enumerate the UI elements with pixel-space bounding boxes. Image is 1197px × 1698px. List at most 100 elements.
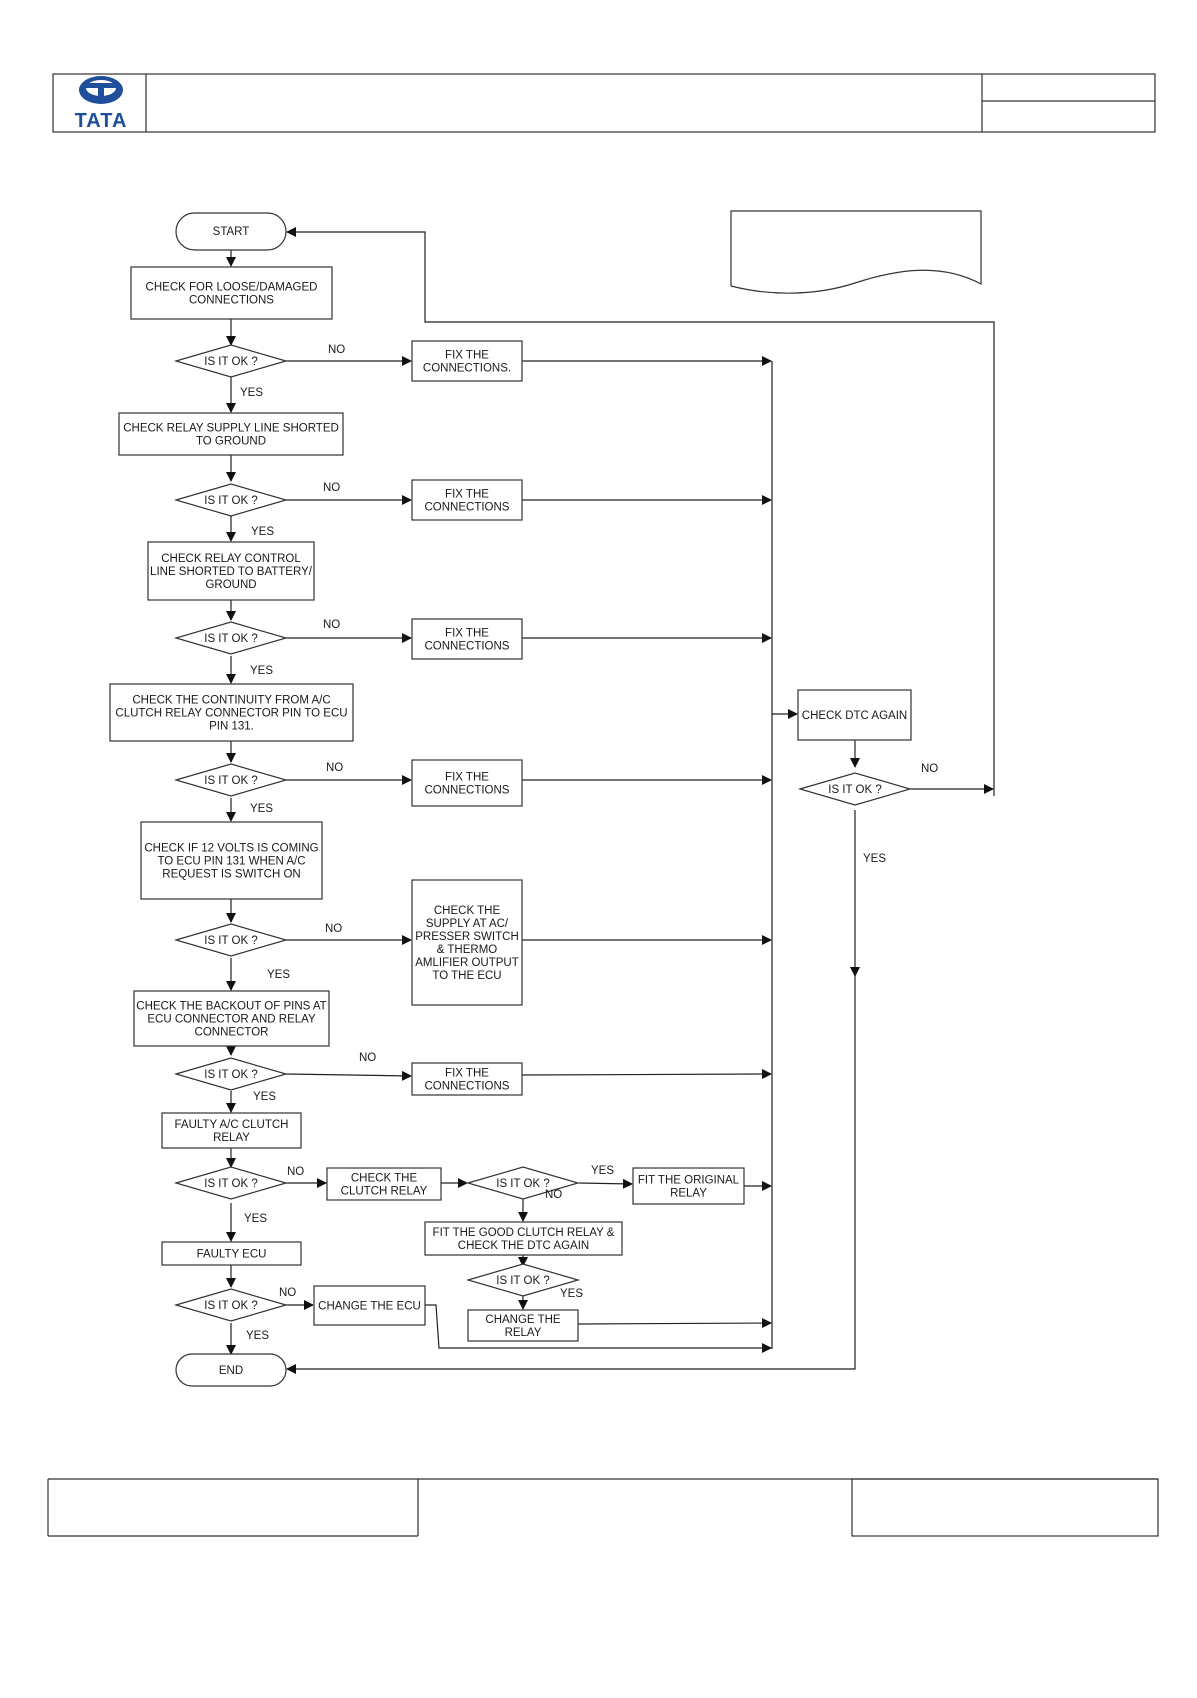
process-step-4-line: PIN 131. [209,721,254,733]
fix-box-1-line: CONNECTIONS. [423,363,511,375]
process-step-1-line: CONNECTIONS [189,295,274,307]
tata-emblem-icon [79,76,123,104]
start-label: START [213,226,250,238]
fit-good-relay-box: FIT THE GOOD CLUTCH RELAY &CHECK THE DTC… [424,1221,623,1256]
decision-5: IS IT OK ? [173,923,289,957]
yes-label: YES [246,1330,269,1342]
end-label: END [219,1365,243,1377]
no-label: NO [323,482,340,494]
fix-box-5-line: & THERMO [437,944,498,956]
process-step-8: FAULTY ECU [161,1241,302,1266]
no-label: NO [545,1189,562,1201]
process-step-3-line: LINE SHORTED TO BATTERY/ [150,566,313,578]
fix-box-4-line: CONNECTIONS [425,785,510,797]
process-step-4-line: CHECK THE CONTINUITY FROM A/C [132,695,330,707]
process-step-2-line: CHECK RELAY SUPPLY LINE SHORTED [123,423,339,435]
decision-1: IS IT OK ? [173,344,289,378]
decision-label: IS IT OK ? [828,784,881,796]
decision-label: IS IT OK ? [204,1178,257,1190]
yes-label: YES [253,1091,276,1103]
process-step-7-line: FAULTY A/C CLUTCH [175,1119,289,1131]
change-relay-box-line: RELAY [505,1327,542,1339]
fix-box-1-line: FIX THE [445,350,489,362]
process-step-5-line: REQUEST IS SWITCH ON [162,869,300,881]
decision-label: IS IT OK ? [204,1069,257,1081]
decision-7: IS IT OK ? [173,1166,289,1200]
page-header: TATA [52,73,1156,133]
decision-8: IS IT OK ? [173,1288,289,1322]
yes-label: YES [267,969,290,981]
process-step-6-line: CHECK THE BACKOUT OF PINS AT [136,1001,326,1013]
fix-box-2-line: FIX THE [445,489,489,501]
decision-6: IS IT OK ? [173,1057,289,1091]
no-label: NO [287,1166,304,1178]
process-step-3-line: CHECK RELAY CONTROL [161,553,301,565]
change-relay-box-line: CHANGE THE [485,1314,561,1326]
yes-label: YES [250,803,273,815]
yes-label: YES [591,1165,614,1177]
no-label: NO [921,763,938,775]
fix-box-4-line: FIX THE [445,772,489,784]
decision-label: IS IT OK ? [496,1275,549,1287]
fit-good-relay-box-line: FIT THE GOOD CLUTCH RELAY & [433,1227,615,1239]
fit-original-relay-box-line: FIT THE ORIGINAL [638,1175,740,1187]
decision-2: IS IT OK ? [173,483,289,517]
logo-text: TATA [75,110,128,132]
process-step-7-line: RELAY [213,1132,250,1144]
fit-good-relay-box-line: CHECK THE DTC AGAIN [458,1240,589,1252]
decision-3: IS IT OK ? [173,621,289,655]
fix-box-3-line: CONNECTIONS [425,641,510,653]
flowchart-nodes: CHECK FOR LOOSE/DAMAGEDCONNECTIONSCHECK … [109,266,913,1342]
start-terminal: START [175,212,287,251]
check-dtc-again-box-line: CHECK DTC AGAIN [802,710,907,722]
process-step-8-line: FAULTY ECU [197,1249,267,1261]
decision-label: IS IT OK ? [204,633,257,645]
yes-label: YES [560,1288,583,1300]
process-step-5-line: TO ECU PIN 131 WHEN A/C [157,856,305,868]
fix-box-5-line: SUPPLY AT AC/ [426,918,509,930]
process-step-1-line: CHECK FOR LOOSE/DAMAGED [146,282,318,294]
process-step-5-line: CHECK IF 12 VOLTS IS COMING [144,843,318,855]
decision-label: IS IT OK ? [204,495,257,507]
fix-box-6-line: CONNECTIONS [425,1081,510,1093]
yes-label: YES [863,853,886,865]
decision-relay-test: IS IT OK ? [465,1166,581,1200]
fix-box-3-line: FIX THE [445,628,489,640]
decision-label: IS IT OK ? [204,1300,257,1312]
no-label: NO [325,923,342,935]
fix-box-2-line: CONNECTIONS [425,502,510,514]
note-document-shape [730,210,982,294]
no-label: NO [323,619,340,631]
check-clutch-relay-box-line: CHECK THE [351,1173,418,1185]
process-step-6-line: CONNECTOR [195,1027,269,1039]
no-label: NO [359,1052,376,1064]
fit-original-relay-box-line: RELAY [670,1188,707,1200]
end-terminal: END [175,1353,287,1387]
flow-connectors [226,227,995,1374]
yes-label: YES [251,526,274,538]
fix-box-5-line: AMLIFIER OUTPUT [415,957,519,969]
branch-labels: YESYESYESYESYESYESYESYESYESYESYESNONONON… [240,344,938,1342]
yes-label: YES [250,665,273,677]
fix-box-6-line: FIX THE [445,1068,489,1080]
no-label: NO [279,1287,296,1299]
change-ecu-box-line: CHANGE THE ECU [318,1301,421,1313]
no-label: NO [328,344,345,356]
decision-relay-recheck: IS IT OK ? [465,1263,581,1297]
tata-logo: TATA [75,76,128,132]
